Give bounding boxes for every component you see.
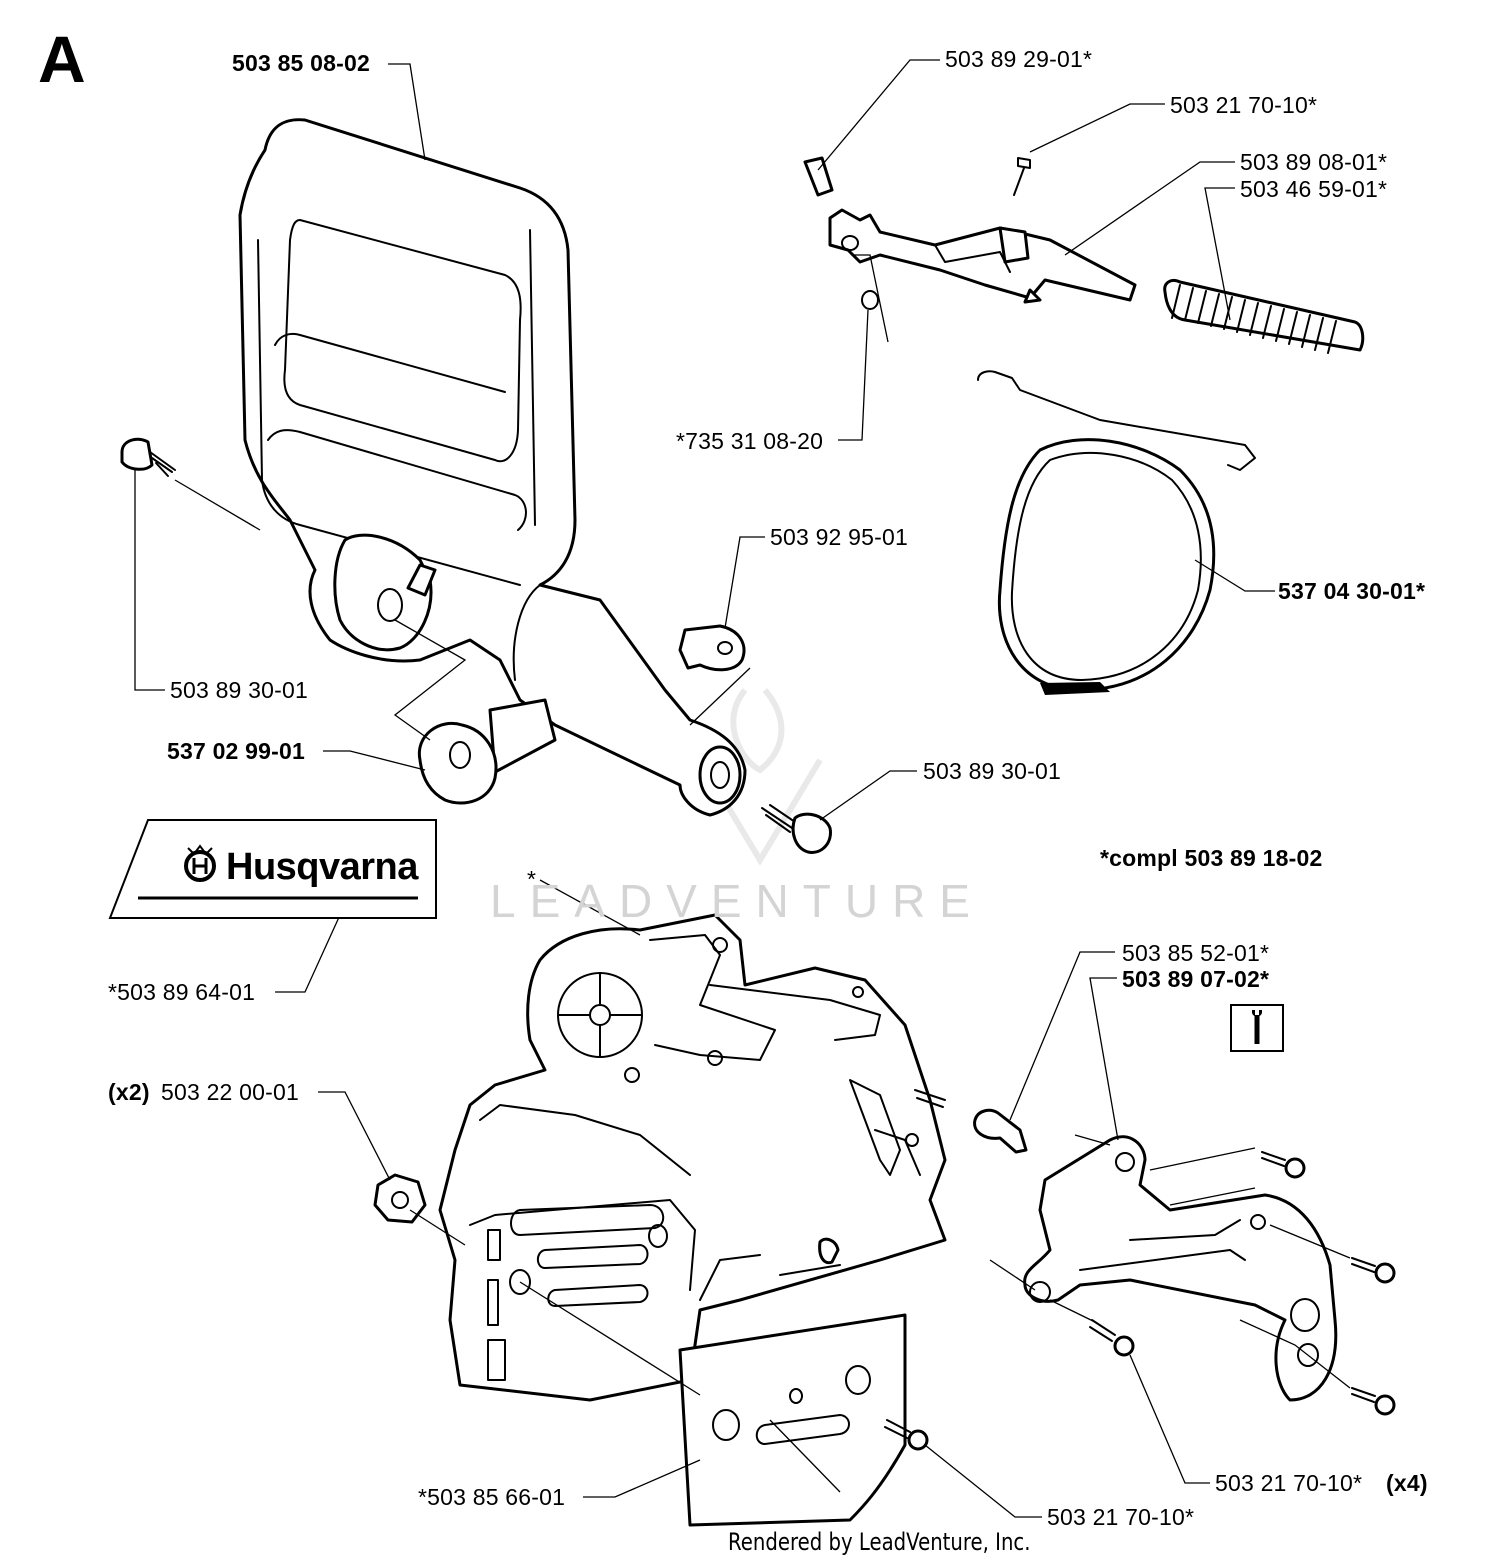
nut-part [373,1173,427,1224]
label-link-b: 503 46 59-01* [1240,176,1388,202]
stud-part [914,1089,1028,1154]
label-cover-star: * [527,866,537,892]
leader-lines [134,59,1351,1518]
label-screw-bottom: 503 21 70-10* [1047,1504,1195,1530]
hand-guard [238,118,747,817]
label-screws-x4: 503 21 70-10* [1215,1470,1363,1496]
decal-brand-text: Husqvarna [226,846,418,888]
clutch-cover [438,913,947,1402]
label-bar-plate: *503 85 66-01 [418,1484,566,1510]
label-retaining-ring: *735 31 08-20 [676,428,824,454]
label-screw-right: 503 89 30-01 [923,758,1061,784]
brake-band-part [977,370,1256,695]
screw-left-part [120,437,176,477]
label-screw-top: 503 21 70-10* [1170,92,1318,118]
wrench-icon [1252,1010,1262,1044]
guard-plate-part [1023,1135,1338,1402]
section-letter: A [38,22,86,96]
label-screws-x4-qty: (x4) [1386,1470,1428,1496]
kit-note: *compl 503 89 18-02 [1100,845,1323,871]
label-stud: 503 85 52-01* [1122,940,1270,966]
screw-set-part [884,1151,1396,1451]
label-nut: 503 22 00-01 [161,1079,299,1105]
label-pin: 503 89 29-01* [945,46,1093,72]
bushing-part [417,722,498,805]
label-decal-part: *503 89 64-01 [108,979,256,1005]
watermark-text: LEADVENTURE [490,875,984,927]
label-washer-spring: 503 92 95-01 [770,524,908,550]
footer-credit: Rendered by LeadVenture, Inc. [728,1528,1031,1556]
label-guard-plate: 503 89 07-02* [1122,966,1270,992]
label-screw-left: 503 89 30-01 [170,677,308,703]
label-nut-qty: (x2) [108,1079,150,1105]
washer-spring-part [678,624,746,672]
label-hand-guard: 503 85 08-02 [232,50,370,76]
label-link-a: 503 89 08-01* [1240,149,1388,175]
brake-linkage [803,156,1365,354]
label-brake-band: 537 04 30-01* [1278,578,1426,604]
label-bushing: 537 02 99-01 [167,738,305,764]
husqvarna-crown-logo [184,844,216,882]
bar-plate [678,1313,907,1527]
screw-right-part [761,804,832,854]
husqvarna-decal [108,819,437,919]
tool-indicator-box [1230,1004,1284,1052]
